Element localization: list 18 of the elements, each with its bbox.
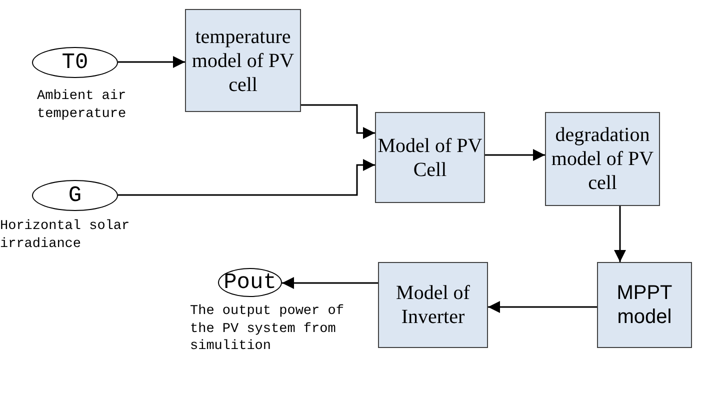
process-box: degradation model of PV cell	[545, 112, 660, 206]
arrow	[118, 159, 375, 196]
process-box: Model of PV Cell	[375, 112, 485, 203]
input-ellipse: Pout	[218, 268, 282, 297]
arrow	[118, 56, 185, 68]
arrow	[282, 277, 378, 289]
node-caption: The output power of the PV system from simulition	[190, 303, 345, 356]
arrow	[614, 206, 626, 262]
arrow	[485, 149, 545, 161]
node-caption: Ambient air temperature	[37, 88, 128, 124]
input-ellipse: T0	[32, 47, 118, 78]
process-box: MPPT model	[597, 262, 692, 348]
node-caption: Horizontal solar irradiance	[0, 218, 131, 254]
arrow	[301, 104, 375, 139]
arrow	[488, 301, 597, 313]
process-box: Model of Inverter	[378, 262, 488, 348]
process-box: temperature model of PV cell	[185, 9, 301, 112]
input-ellipse: G	[32, 180, 118, 211]
